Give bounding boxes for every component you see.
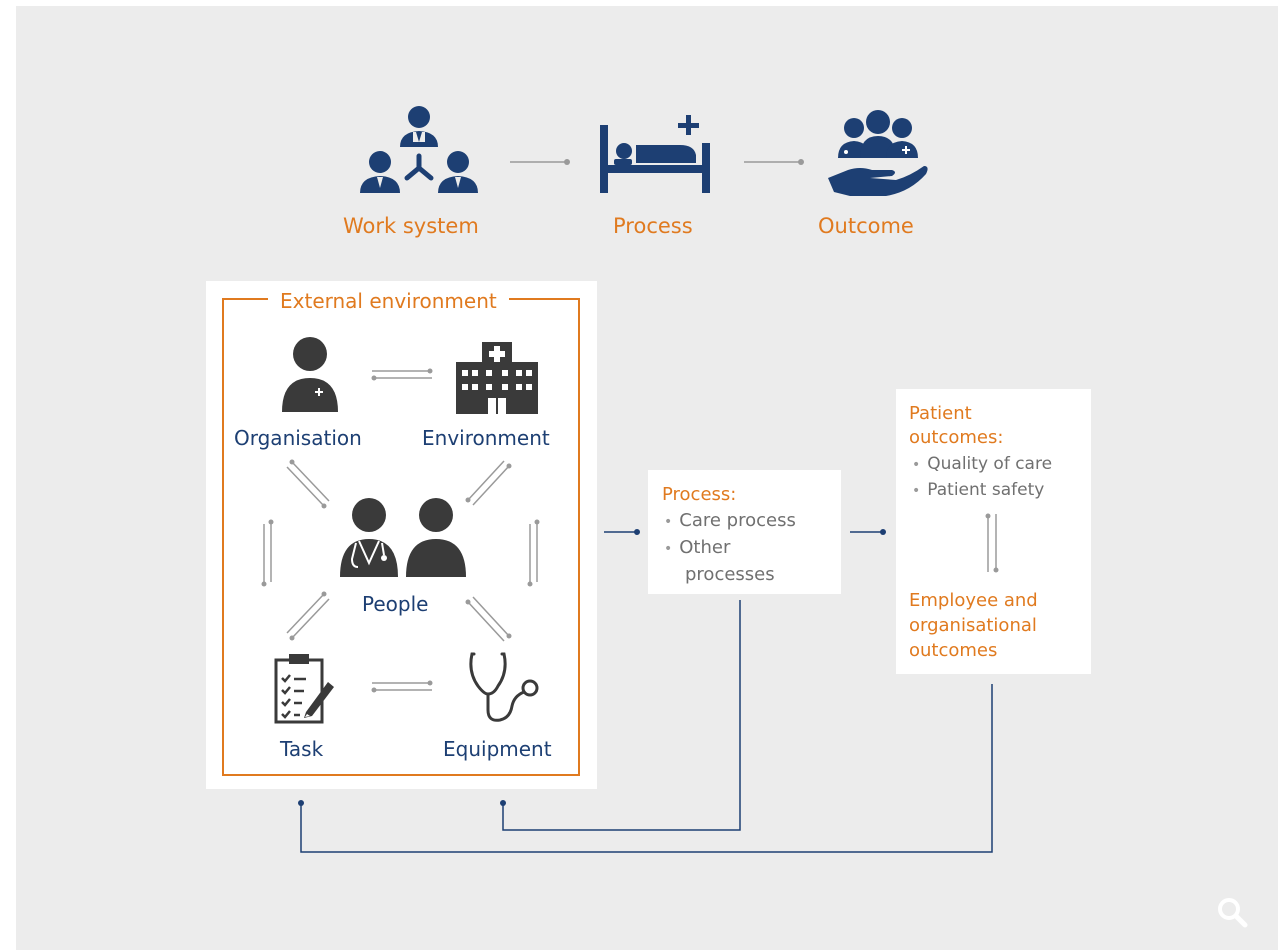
doctor-icon	[282, 337, 338, 412]
patient-outcomes-title-1: Patient	[909, 403, 972, 424]
equipment-label: Equipment	[443, 737, 552, 761]
clipboard-checklist-icon	[274, 654, 334, 724]
process-item-care: Care process	[664, 508, 796, 535]
patient-outcome-safety: Patient safety	[912, 478, 1052, 504]
outcome-label: Outcome	[818, 214, 914, 238]
care-hand-icon	[828, 110, 928, 196]
doctor-and-person-icon	[340, 498, 466, 577]
external-environment-label: External environment	[268, 289, 509, 313]
patient-outcomes-list: Quality of care Patient safety	[912, 452, 1052, 504]
environment-label: Environment	[422, 426, 550, 450]
process-box-title: Process:	[662, 484, 737, 505]
people-label: People	[362, 592, 429, 616]
outcomes-box	[896, 389, 1091, 674]
process-item-processes: processes	[685, 564, 775, 585]
employee-outcomes-line-1: Employee and	[909, 590, 1038, 611]
hospital-bed-icon	[600, 115, 710, 193]
hospital-building-icon	[456, 342, 538, 414]
team-icon	[360, 106, 478, 193]
employee-outcomes-line-3: outcomes	[909, 640, 998, 661]
patient-outcomes-title-2: outcomes:	[909, 427, 1004, 448]
task-label: Task	[280, 737, 324, 761]
process-item-other: Other	[664, 535, 796, 562]
process-list: Care process Other processes	[664, 508, 796, 589]
work-system-label: Work system	[343, 214, 479, 238]
magnifier-icon[interactable]	[1216, 896, 1248, 928]
patient-outcome-quality: Quality of care	[912, 452, 1052, 478]
process-label: Process	[613, 214, 693, 238]
stethoscope-icon	[469, 652, 539, 722]
organisation-label: Organisation	[234, 426, 362, 450]
employee-outcomes-line-2: organisational	[909, 615, 1037, 636]
